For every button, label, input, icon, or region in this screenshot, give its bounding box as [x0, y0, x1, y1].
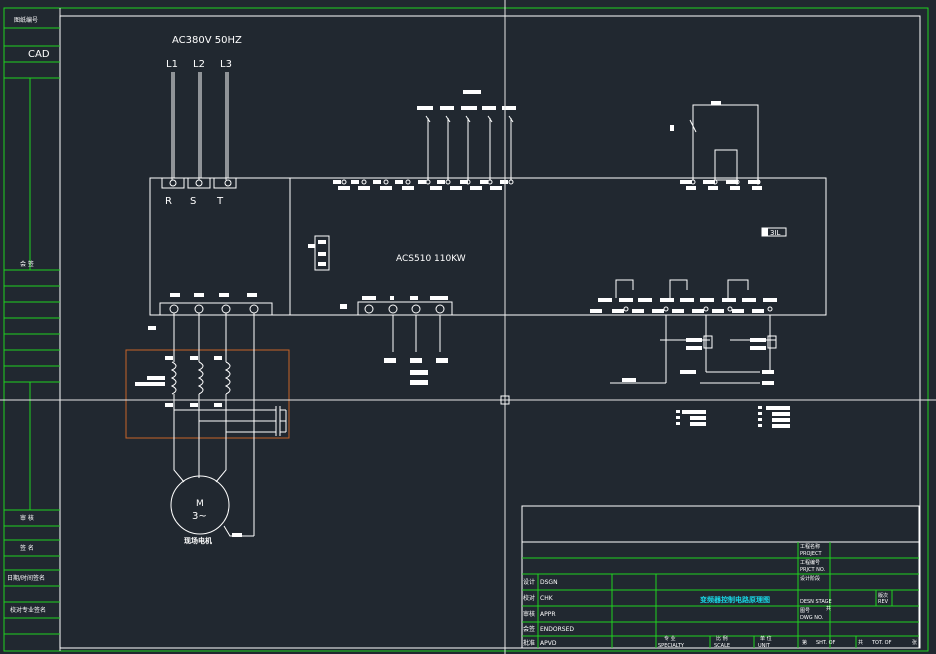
phase-label-l1: L1	[166, 59, 178, 70]
row-left-5: 批准	[523, 639, 535, 647]
terminal-s: S	[190, 196, 196, 207]
motor-line1: M	[196, 499, 204, 509]
input-terminals	[161, 177, 237, 189]
row-code-4: ENDORSED	[540, 626, 574, 633]
drawing-title: 变频器控制电路原理图	[700, 595, 770, 604]
bottom-cell-2-cn: 比 例	[716, 635, 728, 642]
row-code-1: DSGN	[540, 579, 558, 586]
left-bottom-label-2: 签 名	[20, 544, 34, 552]
left-side-strip: 图纸编号 CAD 会 签 审 核 签 名 日期/时间签名 校对专业签名	[4, 16, 60, 635]
bottom-cell-3-en: UNIT	[758, 643, 771, 649]
row-left-2: 校对	[523, 594, 535, 602]
bottom-cell-2-en: SCALE	[714, 643, 730, 649]
row-code-2: CHK	[540, 595, 554, 602]
left-bottom-label-3: 日期/时间签名	[7, 574, 45, 582]
total-cn: 共	[826, 605, 831, 612]
sheet-label: SHT. OF	[816, 640, 836, 646]
digital-input-switches	[417, 90, 516, 180]
left-top-label: 图纸编号	[14, 16, 38, 24]
digital-input-terminals	[333, 179, 514, 190]
rev-label: REV	[878, 599, 889, 605]
total-cn-bottom: 共	[858, 639, 863, 646]
supply-label: AC380V 50HZ	[172, 35, 242, 46]
left-bottom-label-4: 校对专业签名	[10, 606, 46, 614]
motor-caption: 现场电机	[184, 536, 212, 545]
drawing-frame	[3, 7, 929, 652]
right-label-4-cn: 图号	[800, 608, 810, 614]
terminal-r: R	[165, 196, 172, 207]
legend-blocks	[676, 406, 790, 428]
right-label-1-cn: 工程名称	[800, 543, 820, 550]
row-left-3: 审核	[523, 610, 535, 618]
left-bottom-label-1: 审 核	[20, 514, 34, 522]
motor-line2: 3~	[192, 511, 207, 522]
output-terminals	[159, 293, 273, 316]
relay-output-wiring	[610, 315, 777, 385]
right-label-2-cn: 工程编号	[800, 559, 820, 566]
row-left-4: 会签	[523, 625, 535, 633]
analog-output-wiring	[384, 315, 448, 385]
drive-code-label: 3IL	[770, 229, 781, 237]
motor-symbol	[170, 475, 230, 535]
drive-box: R S T ACS510 110KW	[149, 90, 827, 316]
left-mid-label: 会 签	[20, 260, 34, 268]
bottom-cell-3-cn: 单 位	[760, 635, 772, 642]
relay-output-terminals	[590, 279, 777, 313]
bottom-cell-1-en: SPECIALTY	[658, 643, 685, 649]
phase-label-l3: L3	[220, 59, 232, 70]
total-label: TOT. OF	[871, 640, 892, 646]
right-label-4-en: DWG NO.	[800, 615, 824, 621]
terminal-t: T	[216, 196, 224, 207]
row-code-3: APPR	[540, 611, 556, 618]
row-left-1: 设计	[523, 578, 535, 586]
motor: M 3~ 现场电机	[170, 460, 254, 545]
right-label-3-en: DESN STAGE	[800, 599, 832, 605]
bottom-cell-1-cn: 专 业	[664, 635, 676, 642]
right-label-2-en: PRJCT NO.	[800, 567, 826, 573]
page-cn: 张	[912, 639, 917, 646]
title-block: 变频器控制电路原理图 设计 DSGN 校对 CHK 审核 APPR 会签 END…	[521, 505, 920, 649]
right-label-3-cn: 设计阶段	[800, 575, 820, 582]
cad-label: CAD	[28, 49, 50, 60]
relay-control-terminals	[670, 101, 762, 190]
row-code-5: APVD	[540, 640, 557, 647]
analog-output-terminals	[357, 296, 453, 316]
sheet-cn: 第	[802, 639, 807, 646]
drive-model: ACS510 110KW	[396, 254, 466, 264]
right-label-1-en: PROJECT	[800, 551, 823, 557]
rev-cn: 版次	[878, 592, 888, 599]
phase-label-l2: L2	[193, 59, 205, 70]
output-reactor	[125, 313, 290, 536]
supply-section: AC380V 50HZ L1 L2 L3	[166, 35, 242, 180]
